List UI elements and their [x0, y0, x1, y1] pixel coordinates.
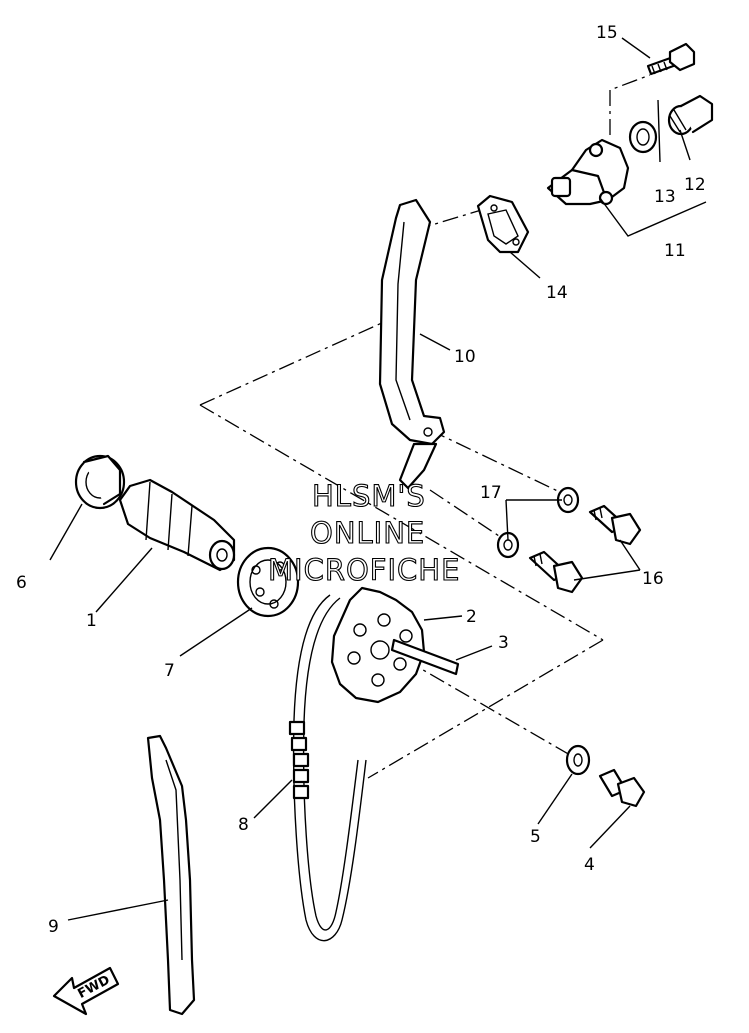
callout-16: 16 — [642, 569, 664, 589]
leader-lines — [49, 37, 707, 921]
callout-1: 1 — [86, 611, 97, 631]
callout-6: 6 — [16, 573, 27, 593]
fwd-arrow-icon: FWD — [52, 966, 120, 1016]
callout-14: 14 — [546, 283, 568, 303]
chain-guide-intake[interactable] — [378, 198, 446, 490]
callout-15: 15 — [596, 23, 618, 43]
callout-4: 4 — [584, 855, 595, 875]
tensioner-cap-bolt[interactable] — [667, 94, 714, 136]
chain-guide-exhaust[interactable] — [146, 734, 196, 1016]
callouts: 15 12 13 11 14 10 17 16 6 1 7 2 3 5 4 8 … — [16, 23, 706, 937]
cam-chain[interactable] — [288, 594, 367, 942]
guide-bolts[interactable] — [528, 504, 642, 594]
assembly-boundary — [199, 74, 651, 779]
cam-chain-tensioner[interactable] — [546, 138, 630, 206]
sprocket-washer[interactable] — [565, 744, 591, 776]
camshaft[interactable] — [118, 478, 236, 572]
camshaft-bearing-right[interactable] — [236, 546, 300, 618]
callout-17: 17 — [480, 483, 502, 503]
callout-3: 3 — [498, 633, 509, 653]
tensioner-mount-gasket[interactable] — [476, 194, 530, 254]
camshaft-bearing-left[interactable] — [74, 454, 126, 510]
callout-5: 5 — [530, 827, 541, 847]
sprocket-bolt[interactable] — [598, 768, 646, 808]
tensioner-bolt[interactable] — [646, 42, 696, 76]
callout-10: 10 — [454, 347, 476, 367]
watermark-line-2: ONLINE — [310, 516, 425, 550]
tensioner-gasket[interactable] — [628, 120, 658, 154]
callout-11: 11 — [664, 241, 686, 261]
callout-8: 8 — [238, 815, 249, 835]
callout-7: 7 — [164, 661, 175, 681]
watermark-line-3: MICROFICHE — [268, 553, 460, 587]
guide-washers[interactable] — [496, 486, 580, 559]
callout-9: 9 — [48, 917, 59, 937]
watermark: HLSM'S ONLINE MICROFICHE — [267, 478, 460, 587]
callout-13: 13 — [654, 187, 676, 207]
sprocket-pin[interactable] — [390, 638, 460, 676]
callout-12: 12 — [684, 175, 706, 195]
cam-sprocket[interactable] — [330, 586, 426, 704]
watermark-line-1: HLSM'S — [312, 479, 426, 513]
callout-2: 2 — [466, 607, 477, 627]
